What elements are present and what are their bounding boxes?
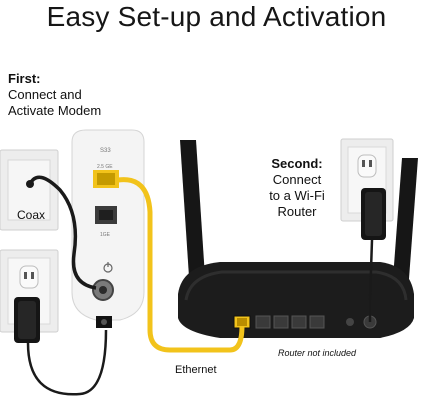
left-power-adapter-icon — [14, 297, 40, 343]
step-second: Second: Connect to a Wi-Fi Router — [258, 156, 336, 220]
modem — [71, 129, 145, 328]
step-first: First: Connect and Activate Modem — [8, 71, 101, 119]
right-power-adapter-icon — [361, 188, 386, 240]
step-second-heading: Second: — [271, 156, 323, 171]
step-second-line3: Router — [277, 204, 317, 219]
step-first-line1: Connect and — [8, 87, 82, 102]
router-note: Router not included — [278, 348, 357, 358]
router-antennas — [180, 140, 418, 292]
modem-model-label: S33 — [100, 148, 111, 154]
step-second-line1: Connect — [272, 172, 322, 187]
cables — [26, 175, 374, 396]
step-second-line2: to a Wi-Fi — [269, 188, 325, 203]
port-top-label: 2.5 GE — [97, 164, 113, 170]
step-first-line2: Activate Modem — [8, 103, 102, 118]
page-title: Easy Set-up and Activation — [46, 1, 387, 32]
port-bottom-label: 1GE — [100, 232, 111, 238]
router — [178, 262, 414, 338]
coax-wall-plate — [0, 149, 59, 231]
coax-label: Coax — [17, 208, 46, 222]
step-first-heading: First: — [8, 71, 41, 86]
ethernet-label: Ethernet — [175, 364, 217, 376]
